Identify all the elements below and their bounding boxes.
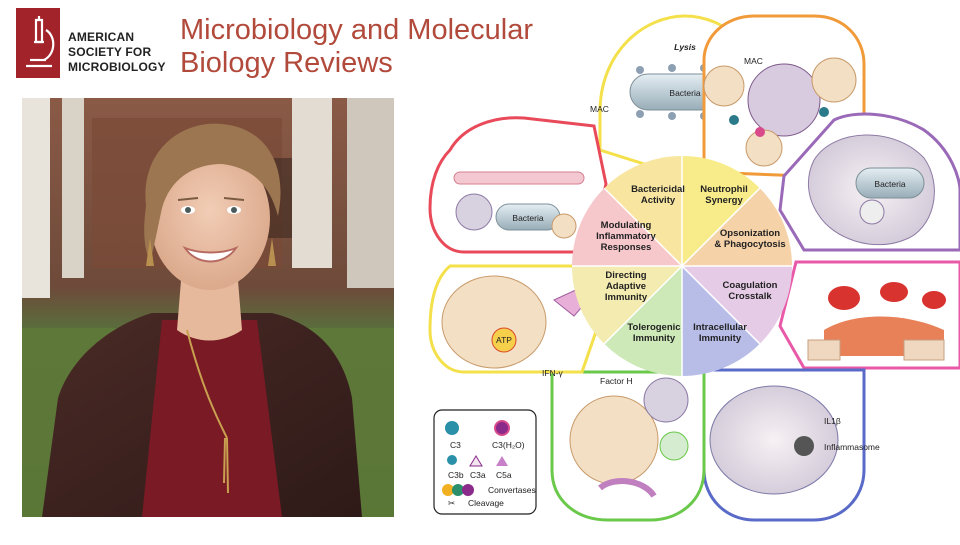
- petal-intracellular: IL1β Inflammasome: [702, 368, 880, 522]
- lysis-label: Lysis: [674, 42, 696, 52]
- c3a-icon: [469, 455, 483, 467]
- mac-label-2: MAC: [744, 56, 763, 66]
- petal-opsonization: Bacteria: [778, 112, 960, 252]
- journal-title-line: Microbiology and Molecular: [180, 14, 533, 46]
- journal-title: Microbiology and Molecular Biology Revie…: [180, 14, 533, 80]
- legend-c3: C3: [450, 440, 461, 450]
- legend-c5a: C5a: [496, 470, 512, 480]
- logo-line: AMERICAN: [68, 30, 135, 44]
- c3b-icon: [447, 455, 457, 465]
- mac-label: MAC: [590, 104, 609, 114]
- factor-h-label: Factor H: [600, 376, 633, 386]
- asm-logo: [16, 8, 60, 78]
- ifn-label: IFN-γ: [542, 368, 564, 378]
- petal-inflammatory: Bacteria: [428, 116, 608, 254]
- central-wheel: [572, 156, 792, 376]
- wedge-label-opsonization: Opsonization& Phagocytosis: [714, 228, 785, 250]
- petal-tolerogenic: Factor H: [550, 370, 706, 522]
- legend-c3h2o: C3(H₂O): [492, 440, 525, 450]
- portrait-photo: [22, 98, 394, 517]
- legend-convertases: Convertases: [488, 485, 536, 495]
- atp-label: ATP: [496, 335, 512, 345]
- complement-wheel-diagram: Lysis Bacteria MAC MAC Bacteria: [428, 14, 960, 522]
- inflammasome-label: Inflammasome: [824, 442, 880, 452]
- petal-adaptive: ATP IFN-γ: [428, 264, 602, 378]
- c5a-icon: [496, 456, 508, 466]
- legend-cleavage: Cleavage: [468, 498, 504, 508]
- legend-c3a: C3a: [470, 470, 486, 480]
- convertase-icon: [442, 484, 454, 496]
- microscope-icon: [26, 16, 55, 68]
- logo-line: SOCIETY FOR: [68, 45, 152, 59]
- bacteria-label: Bacteria: [669, 88, 700, 98]
- figure-legend: C3 C3(H₂O) C3b C3a C5a Convertases ✂ Cle…: [433, 409, 537, 515]
- journal-title-line: Biology Reviews: [180, 47, 393, 79]
- legend-c3b: C3b: [448, 470, 464, 480]
- c3-icon: [445, 421, 459, 435]
- petal-coagulation: [778, 260, 960, 370]
- c3h2o-icon: [494, 420, 510, 436]
- logo-line: MICROBIOLOGY: [68, 60, 166, 74]
- scissors-icon: ✂: [448, 498, 456, 508]
- bacteria-label-2: Bacteria: [874, 179, 905, 189]
- il1b-label: IL1β: [824, 416, 841, 426]
- complement-functions-figure: Lysis Bacteria MAC MAC Bacteria: [404, 0, 960, 540]
- bacteria-label-3: Bacteria: [512, 213, 543, 223]
- asm-logo-text: AMERICAN SOCIETY FOR MICROBIOLOGY: [68, 30, 166, 75]
